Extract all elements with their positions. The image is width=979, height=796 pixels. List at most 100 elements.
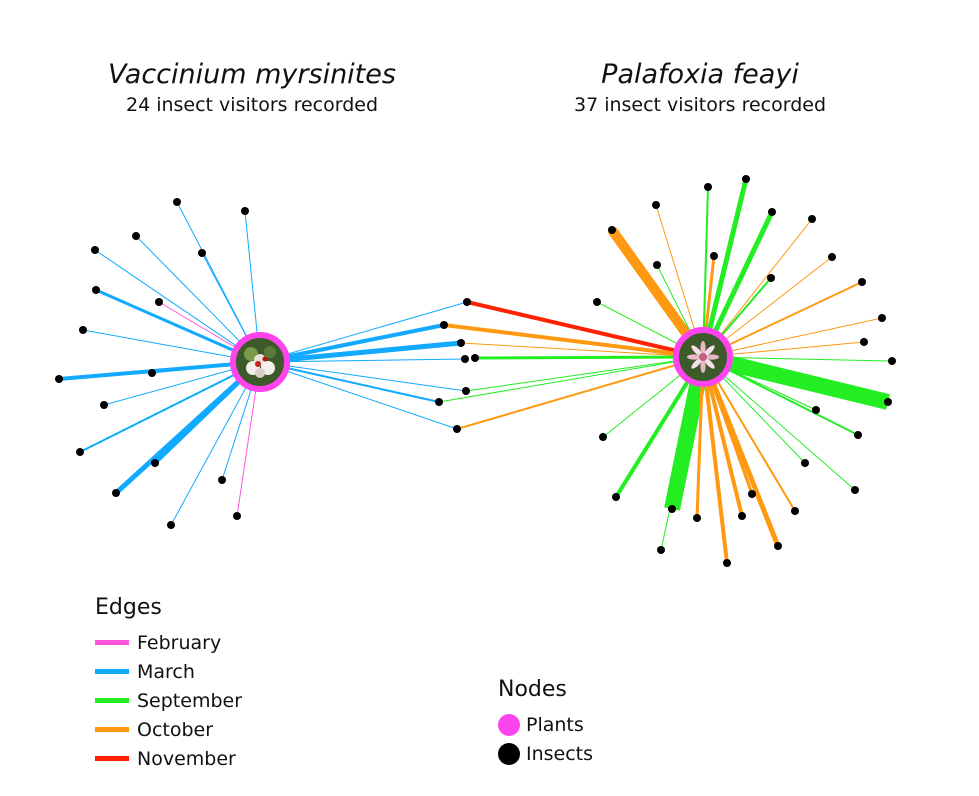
legend-item-plants: Plants (498, 710, 593, 739)
insect-node (92, 286, 100, 294)
nodes-legend-title: Nodes (498, 677, 567, 702)
palafoxia-edge-september (474, 355, 704, 360)
insect-node (878, 314, 886, 322)
insect-node (461, 355, 469, 363)
palafoxia-edge-october (701, 356, 729, 564)
insect-node (453, 425, 461, 433)
insect-node (767, 274, 775, 282)
insect-node (612, 493, 620, 501)
legend-item-october: October (95, 715, 242, 744)
insect-node (457, 339, 465, 347)
insect-node (808, 215, 816, 223)
vaccinium-flower-image (244, 346, 276, 378)
vaccinium-edge-march (259, 361, 467, 392)
insect-node (748, 490, 756, 498)
insect-node (112, 489, 120, 497)
insect-node (155, 298, 163, 306)
right-visitor-count: 37 insect visitors recorded (573, 94, 827, 116)
insect-node (657, 546, 665, 554)
insect-node (440, 321, 448, 329)
october-swatch (95, 727, 129, 732)
insect-node (742, 175, 750, 183)
insect-node (218, 476, 226, 484)
left-network-title: Vaccinium myrsinites 24 insect visitors … (72, 58, 432, 118)
insect-node (851, 486, 859, 494)
insect-node (768, 208, 776, 216)
insect-node (774, 542, 782, 550)
legend-label: October (137, 718, 214, 741)
insect-node (791, 507, 799, 515)
insect-node (132, 232, 140, 240)
plant-swatch (498, 713, 520, 736)
legend-item-september: September (95, 686, 242, 715)
vaccinium-edge-march (259, 361, 440, 403)
insect-node (167, 521, 175, 529)
insect-node (151, 459, 159, 467)
insect-node (828, 253, 836, 261)
vaccinium-edge-march (170, 361, 261, 526)
insect-node (100, 401, 108, 409)
february-swatch (95, 640, 129, 645)
nodes-legend: Nodes Plants Insects (498, 677, 593, 768)
plant-nodes-layer (230, 327, 733, 392)
palafoxia-edge-october (443, 323, 704, 359)
palafoxia-edge-september (660, 356, 704, 551)
palafoxia-edge-october (460, 342, 704, 358)
september-swatch (95, 698, 129, 703)
palafoxia-flower-image (687, 341, 719, 373)
edges-legend-title: Edges (95, 595, 162, 620)
insect-nodes-layer (55, 175, 896, 567)
edges-legend: Edges February March September October N… (95, 595, 242, 773)
vaccinium-edge-march (259, 301, 468, 363)
right-network-title: Palafoxia feayi 37 insect visitors recor… (520, 58, 880, 118)
palafoxia-edge-october (702, 317, 883, 358)
legend-item-november: November (95, 744, 242, 773)
insect-node (173, 198, 181, 206)
march-swatch (95, 669, 129, 674)
insect-node (241, 207, 249, 215)
legend-label: Insects (526, 742, 594, 765)
vaccinium-edge-march (79, 361, 261, 453)
insect-node (198, 249, 206, 257)
edges-layer (58, 178, 893, 564)
palafoxia-edge-september (700, 178, 749, 358)
insect-node (435, 398, 443, 406)
insect-node (704, 183, 712, 191)
insect-node (854, 431, 862, 439)
insect-node (471, 354, 479, 362)
palafoxia-edge-november (466, 300, 704, 359)
legend-item-march: March (95, 657, 242, 686)
insect-node (738, 512, 746, 520)
palafoxia-edge-september (465, 356, 704, 392)
insect-node (599, 433, 607, 441)
insect-node (801, 459, 809, 467)
insect-node (55, 375, 63, 383)
palafoxia-edge-october (700, 356, 781, 547)
plant-node-palafoxia (673, 327, 733, 387)
insect-node (884, 398, 892, 406)
left-species-name: Vaccinium myrsinites (108, 59, 396, 90)
insect-node (79, 326, 87, 334)
right-species-name: Palafoxia feayi (601, 59, 799, 90)
insect-swatch (498, 742, 520, 765)
insect-node (860, 338, 868, 346)
vaccinium-edge-march (259, 340, 462, 365)
insect-node (593, 298, 601, 306)
insect-node (693, 514, 701, 522)
insect-node (652, 201, 660, 209)
legend-item-february: February (95, 628, 242, 657)
insect-node (608, 226, 616, 234)
vaccinium-edge-march (114, 360, 262, 495)
palafoxia-edge-september (701, 349, 890, 410)
plant-node-vaccinium (230, 332, 290, 392)
insect-node (653, 261, 661, 269)
vaccinium-edge-march (94, 249, 261, 363)
insect-node (233, 512, 241, 520)
insect-node (710, 252, 718, 260)
insect-node (888, 357, 896, 365)
vaccinium-edge-march (259, 323, 445, 364)
insect-node (668, 505, 676, 513)
insect-node (812, 406, 820, 414)
vaccinium-edge-march (259, 358, 466, 363)
